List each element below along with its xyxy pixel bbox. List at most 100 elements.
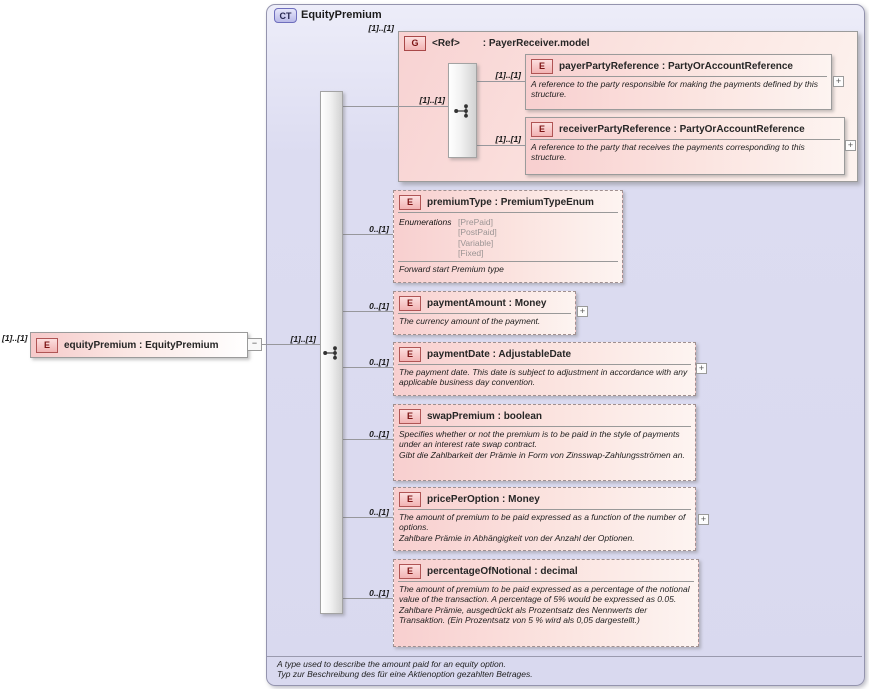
element-icon: E (399, 491, 421, 507)
element-icon: E (36, 337, 58, 353)
expand-icon[interactable]: + (577, 306, 588, 317)
element-name: swapPremium (427, 410, 495, 422)
colon: : (480, 37, 489, 49)
colon: : (136, 339, 146, 351)
divider (398, 212, 618, 213)
expand-icon[interactable]: + (845, 140, 856, 151)
sequence-bar (320, 91, 343, 614)
sequence-bar (448, 63, 477, 158)
colon: : (499, 493, 509, 505)
element-receiverPartyReference[interactable]: E receiverPartyReference : PartyOrAccoun… (525, 117, 845, 175)
element-name: receiverPartyReference (559, 123, 671, 135)
element-title-row: E equityPremium : EquityPremium (31, 333, 247, 355)
enumeration-value: [PostPaid] (458, 227, 497, 238)
element-annotation: The amount of premium to be paid express… (394, 582, 698, 629)
expand-icon[interactable]: + (833, 76, 844, 87)
element-title: receiverPartyReference : PartyOrAccountR… (559, 124, 805, 135)
divider (398, 261, 618, 263)
colon: : (670, 123, 680, 135)
element-payerPartyReference[interactable]: E payerPartyReference : PartyOrAccountRe… (525, 54, 832, 110)
colon: : (659, 60, 668, 72)
enumeration-value: [PrePaid] (458, 217, 493, 227)
element-premiumType[interactable]: E premiumType : PremiumTypeEnum Enumerat… (393, 190, 623, 283)
element-icon: E (531, 121, 553, 137)
group-title-row: G <Ref> : PayerReceiver.model (399, 32, 857, 52)
annotation-text: The currency amount of the payment. (399, 316, 541, 326)
annotation-text: Specifies whether or not the premium is … (399, 429, 680, 450)
element-percentageOfNotional[interactable]: E percentageOfNotional : decimal The amo… (393, 559, 699, 647)
element-title: premiumType : PremiumTypeEnum (427, 197, 594, 208)
element-paymentAmount[interactable]: E paymentAmount : Money The currency amo… (393, 291, 576, 335)
element-equityPremium[interactable]: E equityPremium : EquityPremium (30, 332, 248, 358)
connector-line (399, 106, 449, 107)
element-title-row: E paymentDate : AdjustableDate (394, 343, 695, 363)
element-annotation: The currency amount of the payment. (394, 314, 575, 329)
complex-type-title: EquityPremium (301, 9, 382, 21)
expand-icon[interactable]: + (696, 363, 707, 374)
element-name: payerPartyReference (559, 60, 660, 72)
element-annotation: A reference to the party responsible for… (526, 77, 831, 103)
element-icon: E (399, 346, 421, 362)
annotation-text: The amount of premium to be paid express… (399, 584, 690, 605)
annotation-text: A reference to the party that receives t… (531, 142, 805, 163)
connector-line (260, 344, 267, 345)
element-title-row: E paymentAmount : Money (394, 292, 575, 312)
element-title-row: E payerPartyReference : PartyOrAccountRe… (526, 55, 831, 75)
element-name: equityPremium (64, 339, 137, 351)
group-name: <Ref> (432, 37, 460, 49)
element-icon: E (399, 408, 421, 424)
element-annotation: The amount of premium to be paid express… (394, 510, 695, 546)
element-type: PremiumTypeEnum (500, 196, 594, 208)
element-title-row: E percentageOfNotional : decimal (394, 560, 698, 580)
divider (398, 313, 571, 314)
element-name: paymentDate (427, 348, 490, 360)
colon: : (491, 196, 501, 208)
element-paymentDate[interactable]: E paymentDate : AdjustableDate The payme… (393, 342, 696, 396)
element-title: paymentAmount : Money (427, 298, 546, 309)
occurrence-label: [1]..[1] (368, 23, 395, 33)
element-icon: E (399, 295, 421, 311)
element-title: payerPartyReference : PartyOrAccountRefe… (559, 61, 793, 72)
element-icon: E (531, 58, 553, 74)
divider (530, 139, 840, 140)
connector-line (267, 344, 321, 345)
expand-icon[interactable]: + (698, 514, 709, 525)
divider (398, 581, 694, 582)
occurrence-label: [1]..[1] (290, 334, 317, 344)
annotation-text: Gibt die Zahlbarkeit der Prämie in Form … (399, 449, 685, 460)
element-title-row: E premiumType : PremiumTypeEnum (394, 191, 622, 211)
element-pricePerOption[interactable]: E pricePerOption : Money The amount of p… (393, 487, 696, 551)
enumerations-label: Enumerations (399, 217, 452, 227)
connector-line (342, 311, 394, 312)
occurrence-label: [1]..[1] (495, 134, 522, 144)
connector-line (476, 81, 526, 82)
element-name: percentageOfNotional (427, 565, 532, 577)
occurrence-label: [1]..[1] (419, 95, 446, 105)
occurrence-label: 0..[1] (369, 429, 389, 439)
collapse-icon[interactable]: − (247, 338, 262, 351)
connector-line (342, 234, 394, 235)
annotation-line: A type used to describe the amount paid … (277, 659, 506, 669)
element-name: paymentAmount (427, 297, 506, 309)
complex-type-annotation: A type used to describe the amount paid … (277, 659, 837, 679)
element-annotation: The payment date. This date is subject t… (394, 365, 695, 391)
enumerations-block: Enumerations [PrePaid] [PostPaid] [Varia… (394, 213, 622, 260)
element-type: EquityPremium (145, 339, 219, 351)
annotation-text: Zahlbare Prämie, ausgedrückt als Prozent… (399, 604, 648, 626)
annotation-line: Typ zur Beschreibung des für eine Aktien… (277, 669, 533, 679)
complex-type-icon: CT (274, 8, 297, 23)
divider (530, 76, 827, 77)
colon: : (489, 348, 499, 360)
enumeration-values: [PrePaid] [PostPaid] [Variable] [Fixed] (458, 217, 497, 258)
occurrence-label: 0..[1] (369, 301, 389, 311)
element-annotation: A reference to the party that receives t… (526, 140, 844, 166)
element-title-row: E receiverPartyReference : PartyOrAccoun… (526, 118, 844, 138)
element-swapPremium[interactable]: E swapPremium : boolean Specifies whethe… (393, 404, 696, 481)
group-type: PayerReceiver.model (488, 37, 590, 49)
connector-line (342, 598, 394, 599)
connector-line (342, 106, 399, 107)
element-title: pricePerOption : Money (427, 494, 540, 505)
group-title: <Ref> : PayerReceiver.model (432, 38, 590, 49)
connector-line (342, 367, 394, 368)
